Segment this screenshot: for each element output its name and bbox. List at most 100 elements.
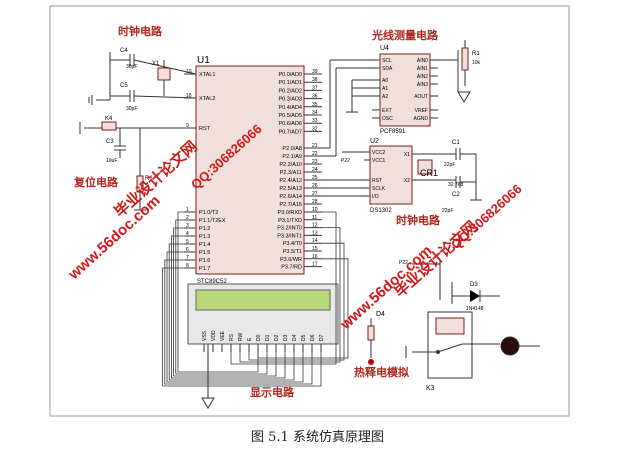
u1-pin-number: 24 <box>312 167 318 173</box>
u1-pin-number: 6 <box>186 247 189 253</box>
u4-pin-name: A1 <box>382 86 388 92</box>
u1-pin-number: 25 <box>312 175 318 181</box>
u1-pin-number: 5 <box>186 239 189 245</box>
u1-pin-name: P2.6/A14 <box>279 194 302 200</box>
u1-pin-name: P0.3/AD3 <box>278 97 302 103</box>
u1-pin-number: 38 <box>312 77 318 83</box>
c4-ref: C4 <box>120 48 128 54</box>
d3-value: 1N4148 <box>466 306 484 312</box>
u1-pin-number: 23 <box>312 159 318 165</box>
lcd-pin-name: E <box>247 337 253 341</box>
u1-pin-number: 16 <box>312 254 318 260</box>
u1-pin-name: P0.6/AD6 <box>278 121 302 127</box>
c1-value: 22pF <box>444 162 455 168</box>
u1-pin-name: XTAL1 <box>199 72 215 78</box>
u4-pin-name: EXT <box>382 108 392 114</box>
relay-coil <box>435 317 465 335</box>
u2-pin-name: VCC2 <box>372 150 386 156</box>
display-section-label: 显示电路 <box>250 385 295 399</box>
u4-part-label: PCF8591 <box>380 129 406 135</box>
u1-pin-name: P3.5/T1 <box>283 249 302 255</box>
u1-pin-name: P1.0/T2 <box>199 210 218 216</box>
u1-pin-name: P1.3 <box>199 234 210 240</box>
lcd-pin-name: D2 <box>274 334 280 341</box>
bus-wire <box>175 219 268 375</box>
u1-pin-number: 37 <box>312 85 318 91</box>
u1-pin-name: P2.0/A8 <box>282 146 302 152</box>
u2-ref-label: U2 <box>370 138 379 145</box>
u1-pin-name: P1.4 <box>199 242 210 248</box>
clock1-section-label: 时钟电路 <box>118 24 163 38</box>
c4-value: 30pF <box>126 64 137 70</box>
u1-pin-name: P1.5 <box>199 250 210 256</box>
u1-pin-number: 15 <box>312 246 318 252</box>
u1-pin-number: 3 <box>186 223 189 229</box>
u1-pin-name: P2.1/A9 <box>282 154 302 160</box>
crystal-x1 <box>157 67 171 81</box>
rl1-ref: R1 <box>472 51 480 57</box>
u1-pin-number: 7 <box>186 255 189 261</box>
lcd-pin-name: D4 <box>292 334 298 341</box>
lamp-output <box>500 336 520 356</box>
u1-pin-number: 35 <box>312 102 318 108</box>
lcd-pin-name: RS <box>229 333 235 341</box>
k3-ref: K3 <box>426 385 435 392</box>
heat-section-label: 热释电模拟 <box>354 365 409 379</box>
lcd-pin-name: D3 <box>283 334 289 341</box>
k4-ref: K4 <box>105 116 113 122</box>
u1-pin-name: P0.0/AD0 <box>278 72 302 78</box>
u1-pin-name: P3.1/TXD <box>278 218 302 224</box>
u1-pin-name: P0.2/AD2 <box>278 88 302 94</box>
u1-part-label: STC89C52 <box>197 279 227 285</box>
bus-wire <box>230 211 337 365</box>
u1-pin-name: P0.1/AD1 <box>278 80 302 86</box>
u1-pin-name: P0.4/AD4 <box>278 105 302 111</box>
u1-pin-number: 28 <box>312 199 318 205</box>
c3-ref: C3 <box>106 139 114 145</box>
u1-pin-number: 26 <box>312 183 318 189</box>
u4-ref-label: U4 <box>380 45 389 52</box>
u1-pin-name: P2.7/A15 <box>279 202 302 208</box>
u1-pin-number: 13 <box>312 230 318 236</box>
bus-wire <box>173 227 277 377</box>
u1-pin-number: 33 <box>312 118 318 124</box>
c5-value: 30pF <box>126 106 137 112</box>
lcd-pin-name: D1 <box>265 334 271 341</box>
lcd-pin-name: D7 <box>319 334 325 341</box>
u4-pin-name: VREF <box>415 108 428 114</box>
reset-section-label: 复位电路 <box>73 175 119 189</box>
figure-caption: 图 5.1 系统仿真原理图 <box>251 430 384 445</box>
u1-pin-name: P1.6 <box>199 258 210 264</box>
probe-dot <box>368 359 374 365</box>
bus-wire <box>164 259 313 385</box>
u1-pin-name: P3.4/T0 <box>283 241 302 247</box>
u1-pin-number: 4 <box>186 231 189 237</box>
u4-pin-name: AIN0 <box>417 58 428 64</box>
d3-ref: D3 <box>470 282 478 288</box>
u1-pin-number: 11 <box>312 215 317 221</box>
u2-pin-name: VCC1 <box>372 158 386 164</box>
lcd-ground <box>201 344 215 409</box>
bus-wire <box>239 227 341 363</box>
u1-pin-number: 12 <box>312 223 318 229</box>
u1-pin-name: RST <box>199 126 211 132</box>
reset-circuit: K4 C3 10uF R1 复位电路 <box>73 116 196 211</box>
u1-pin-number: 8 <box>186 263 189 269</box>
rl1-value: 10k <box>472 60 481 66</box>
u1-pin-number: 2 <box>186 215 189 221</box>
u2-part-label: DS1302 <box>370 208 392 214</box>
u1-pin-number: 39 <box>312 69 318 75</box>
u1-mcu-chip: U1 STC89C52 19XTAL118XTAL29RST1P1.0/T22P… <box>184 55 322 285</box>
lcd-pin-name: D6 <box>310 334 316 341</box>
bus-wire <box>177 211 259 373</box>
u2-pin-name: X1 <box>404 152 410 158</box>
u4-pin-name: AIN1 <box>417 66 428 72</box>
u1-pin-name: P0.7/AD7 <box>278 129 302 135</box>
u4-pin-name: SCL <box>382 58 392 64</box>
lcd-pin-name: D0 <box>256 334 262 341</box>
bus-wire <box>170 235 286 379</box>
u4-pin-name: SDA <box>382 66 393 72</box>
